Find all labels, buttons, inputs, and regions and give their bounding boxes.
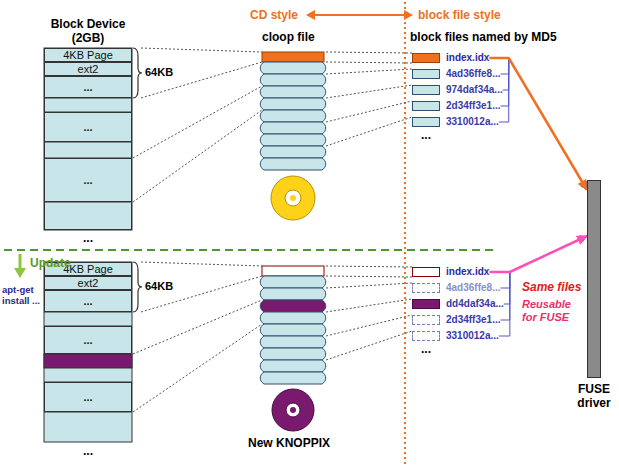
block-file: index.idx	[412, 52, 489, 64]
block-device-top	[44, 48, 132, 230]
fuse-driver-bar: FUSE driver	[587, 180, 601, 378]
size-label: 64KB	[145, 66, 173, 79]
block-cell: ...	[44, 290, 132, 312]
ellipsis: ...	[44, 444, 132, 458]
file-name: index.idx	[446, 266, 489, 278]
size-brace	[133, 48, 142, 312]
update-arrow	[14, 254, 26, 278]
mapping-lines	[133, 48, 412, 412]
cell-text: ...	[83, 174, 92, 186]
file-name: 2d34ff3e1...	[446, 100, 500, 112]
file-name: 974daf34a...	[446, 84, 503, 96]
style-divider	[404, 2, 406, 467]
cloop-file-top	[260, 52, 326, 170]
cell-text: ...	[83, 121, 92, 133]
block-file-rect	[412, 69, 440, 79]
file-name: dd4daf34a...	[446, 298, 504, 310]
update-label: Update	[30, 256, 71, 270]
block-file-rect	[412, 53, 440, 63]
block-file: dd4daf34a...	[412, 298, 504, 310]
cell-text: 4KB Page	[63, 49, 113, 61]
block-file: 4ad36ffe8...	[412, 68, 500, 80]
cell-text: ...	[83, 391, 92, 403]
block-cell: 4KB Page	[44, 48, 132, 62]
block-device-column: Block Device (2GB)4KB Pageext2.........	[44, 48, 132, 230]
block-file-rect	[412, 283, 440, 293]
driver-label: FUSE driver	[572, 382, 616, 410]
connector	[489, 58, 587, 190]
connector	[499, 236, 587, 336]
file-name: 3310012a...	[446, 116, 499, 128]
ellipsis: ...	[412, 342, 440, 356]
block-file-rect	[412, 267, 440, 277]
block-file-rect	[412, 331, 440, 341]
block-cell: ...	[44, 326, 132, 354]
new-cd-disc	[272, 389, 314, 431]
block-file: 2d34ff3e1...	[412, 100, 500, 112]
cell-text: ext2	[78, 63, 99, 75]
disc-label: New KNOPPIX	[248, 436, 330, 450]
block-file: index.idx	[412, 266, 489, 278]
file-name: index.idx	[446, 52, 489, 64]
cell-text: ...	[83, 334, 92, 346]
style-label: block file style	[418, 8, 501, 22]
block-file: 3310012a...	[412, 330, 499, 342]
cloop-file-bottom	[260, 266, 326, 384]
size-label: 64KB	[145, 280, 173, 293]
block-cell: ...	[44, 76, 132, 98]
style-label: CD style	[250, 8, 298, 22]
column-heading: block files named by MD5	[410, 30, 557, 44]
block-file-rect	[412, 117, 440, 127]
block-file-rect	[412, 299, 440, 309]
style-double-arrow	[306, 10, 413, 20]
block-file: 3310012a...	[412, 116, 499, 128]
file-name: 2d34ff3e1...	[446, 314, 500, 326]
update-divider	[4, 249, 496, 251]
connector	[499, 58, 587, 190]
cell-text: ...	[83, 295, 92, 307]
connector	[489, 236, 587, 272]
block-cell: ext2	[44, 62, 132, 76]
block-file-rect	[412, 85, 440, 95]
block-file-rect	[412, 101, 440, 111]
block-cell: ...	[44, 112, 132, 142]
block-file-rect	[412, 315, 440, 325]
cd-disc	[271, 176, 315, 220]
note-label: Same files	[522, 280, 581, 294]
block-cell: ext2	[44, 276, 132, 290]
command-note: apt-get install ...	[2, 284, 42, 306]
cell-text: ...	[83, 81, 92, 93]
block-file: 974daf34a...	[412, 84, 503, 96]
column-heading: cloop file	[262, 30, 315, 44]
file-name: 4ad36ffe8...	[446, 68, 500, 80]
block-file: 2d34ff3e1...	[412, 314, 500, 326]
file-name: 3310012a...	[446, 330, 499, 342]
note-label: Reusable for FUSE	[522, 298, 584, 324]
block-device-bottom	[44, 262, 132, 442]
file-name: 4ad36ffe8...	[446, 282, 500, 294]
ellipsis: ...	[44, 231, 132, 245]
column-title: Block Device (2GB)	[44, 17, 132, 45]
block-cell: ...	[44, 158, 132, 202]
block-cell: ...	[44, 382, 132, 412]
cell-text: ext2	[78, 277, 99, 289]
block-file: 4ad36ffe8...	[412, 282, 500, 294]
ellipsis: ...	[412, 128, 440, 142]
